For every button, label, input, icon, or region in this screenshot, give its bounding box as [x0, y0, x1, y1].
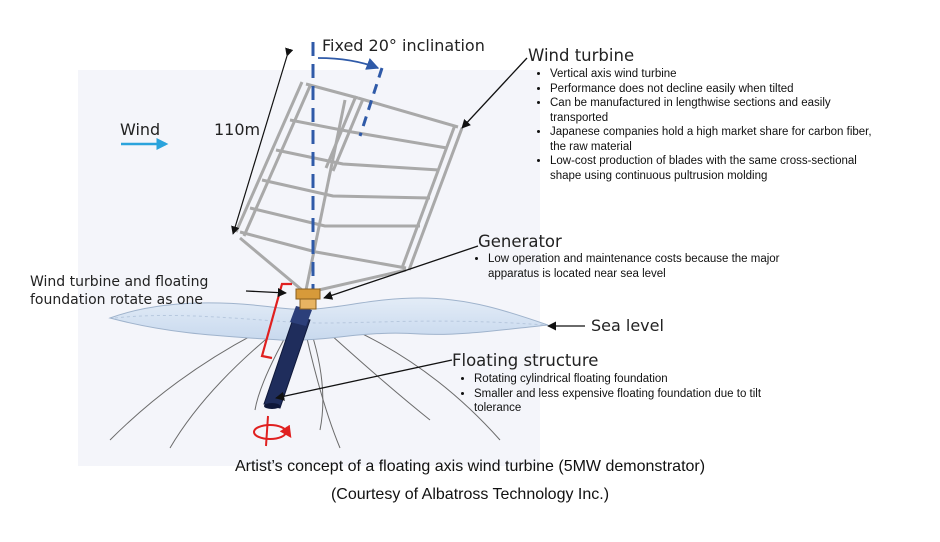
- wind-turbine-bullet: Low-cost production of blades with the s…: [550, 154, 880, 183]
- floating-structure-bullets: Rotating cylindrical floating foundation…: [456, 372, 794, 416]
- floating-foundation: [263, 306, 312, 409]
- wind-turbine-bullet: Performance does not decline easily when…: [550, 82, 880, 97]
- floating-structure-bullet: Smaller and less expensive floating foun…: [474, 387, 794, 416]
- wind-turbine-bullet: Japanese companies hold a high market sh…: [550, 125, 880, 154]
- generator: [295, 288, 321, 310]
- wind-turbine-bullet: Vertical axis wind turbine: [550, 67, 880, 82]
- floating-structure-heading: Floating structure: [452, 351, 599, 370]
- generator-heading: Generator: [478, 232, 562, 251]
- height-dimension: [231, 47, 294, 235]
- rotate-label: Wind turbine and floating foundation rot…: [30, 273, 208, 309]
- inclination-label: Fixed 20° inclination: [322, 36, 485, 55]
- wind-turbine-bullet: Can be manufactured in lengthwise sectio…: [550, 96, 880, 125]
- generator-bullet: Low operation and maintenance costs beca…: [488, 252, 833, 281]
- wind-turbine-heading: Wind turbine: [528, 46, 635, 65]
- tilted-axis: [358, 67, 384, 137]
- caption-line2: (Courtesy of Albatross Technology Inc.): [330, 486, 610, 503]
- floating-structure-bullet: Rotating cylindrical floating foundation: [474, 372, 794, 387]
- wind-label: Wind: [120, 120, 161, 139]
- caption-line1: Artist’s concept of a floating axis wind…: [234, 458, 706, 475]
- rotate-label-line1: Wind turbine and floating: [30, 274, 209, 290]
- height-label: 110m: [214, 120, 261, 139]
- inclination-arc: [317, 57, 380, 70]
- rotate-label-line2: foundation rotate as one: [30, 292, 203, 308]
- leader-lines: [245, 57, 585, 401]
- wind-turbine-bullets: Vertical axis wind turbine Performance d…: [532, 67, 880, 183]
- generator-bullets: Low operation and maintenance costs beca…: [470, 252, 833, 281]
- rotation-icon: [253, 415, 287, 447]
- sea-level-label: Sea level: [591, 316, 664, 335]
- rotate-bracket: [260, 282, 292, 360]
